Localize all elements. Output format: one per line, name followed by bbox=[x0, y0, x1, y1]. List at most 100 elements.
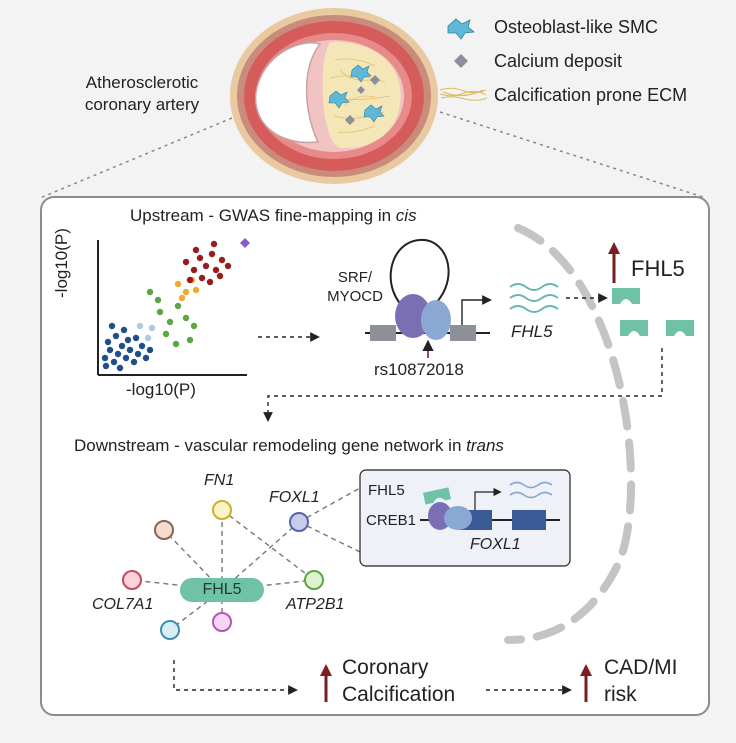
scatter-point bbox=[186, 336, 194, 344]
scatter-point bbox=[182, 288, 190, 296]
scatter-point bbox=[134, 350, 142, 358]
creb1-protein-icon bbox=[428, 502, 472, 530]
srf-myocd-complex-icon bbox=[395, 294, 451, 340]
scatter-point bbox=[126, 346, 134, 354]
scatter-point bbox=[192, 246, 200, 254]
scatter-point bbox=[182, 258, 190, 266]
inset-tss-arrow bbox=[474, 487, 502, 510]
scatter-point bbox=[110, 358, 118, 366]
scatter-point bbox=[142, 354, 150, 362]
inset-creb1-label: CREB1 bbox=[366, 512, 417, 529]
scatter-point bbox=[172, 340, 180, 348]
node-cyan bbox=[160, 620, 180, 640]
upstream-title-italic: cis bbox=[395, 206, 417, 225]
promoter-box bbox=[450, 325, 476, 341]
arrow-to-downstream bbox=[263, 348, 663, 422]
main-panel bbox=[40, 196, 710, 716]
scatter-point bbox=[146, 346, 154, 354]
scatter-point bbox=[206, 278, 214, 286]
hub-label: FHL5 bbox=[202, 581, 242, 598]
scatter-point bbox=[192, 286, 200, 294]
scatter-point bbox=[118, 342, 126, 350]
scatter-point bbox=[102, 362, 110, 370]
upstream-title-prefix: Upstream - GWAS fine-mapping in bbox=[130, 206, 396, 225]
scatter-point bbox=[106, 346, 114, 354]
calcium-diamond-icon bbox=[454, 54, 468, 68]
scatter-point bbox=[122, 354, 130, 362]
node-pink bbox=[212, 612, 232, 632]
curved-dashed-arc bbox=[504, 224, 636, 644]
arrow-to-calcification bbox=[173, 660, 298, 695]
scatter-point bbox=[186, 276, 194, 284]
node-col7a1 bbox=[122, 570, 142, 590]
scatter-point bbox=[112, 332, 120, 340]
scatter-point bbox=[208, 250, 216, 258]
chromatin-loop bbox=[389, 238, 450, 311]
node-brown bbox=[154, 520, 174, 540]
scatter-point bbox=[198, 274, 206, 282]
scatter-point bbox=[210, 240, 218, 248]
legend-ecm-label: Calcification prone ECM bbox=[494, 85, 688, 105]
downstream-title-prefix: Downstream - vascular remodeling gene ne… bbox=[74, 436, 467, 455]
node-atp2b1 bbox=[304, 570, 324, 590]
y-axis-label: -log10(P) bbox=[52, 228, 71, 298]
downstream-title: Downstream - vascular remodeling gene ne… bbox=[74, 436, 504, 456]
lead-snp-diamond-icon bbox=[240, 238, 250, 248]
calcification-label: Coronary Calcification bbox=[342, 654, 455, 708]
scatter-point bbox=[182, 314, 190, 322]
legend-calcium-label: Calcium deposit bbox=[494, 51, 623, 71]
x-axis-label: -log10(P) bbox=[126, 380, 196, 399]
scatter-point bbox=[212, 266, 220, 274]
gene-label-atp2b1: ATP2B1 bbox=[286, 596, 345, 613]
scatter-point bbox=[162, 330, 170, 338]
scatter-point bbox=[196, 254, 204, 262]
mrna-wave-icon bbox=[509, 283, 559, 313]
scatter-point bbox=[224, 262, 232, 270]
fhl5-gene-label: FHL5 bbox=[511, 322, 553, 341]
smc-cell-icon bbox=[447, 18, 475, 40]
scatter-point bbox=[174, 280, 182, 288]
inset-fhl5-label: FHL5 bbox=[368, 482, 405, 499]
scatter-point bbox=[174, 302, 182, 310]
fhl5-protein-icon bbox=[612, 288, 694, 336]
scatter-point bbox=[108, 322, 116, 330]
calcification-line2: Calcification bbox=[342, 683, 456, 706]
downstream-title-italic: trans bbox=[466, 436, 504, 455]
tf-label-line1: SRF/ bbox=[337, 269, 373, 286]
zoom-line-right bbox=[439, 111, 707, 199]
gene-label-foxl1: FOXL1 bbox=[269, 489, 320, 506]
legend-smc-label: Osteoblast-like SMC bbox=[494, 17, 659, 37]
scatter-point bbox=[124, 336, 132, 344]
artery-label: Atherosclerotic coronary artery bbox=[72, 72, 212, 116]
scatter-point bbox=[202, 262, 210, 270]
inset-fhl5-protein-icon bbox=[423, 487, 451, 505]
snp-label: rs10872018 bbox=[374, 360, 464, 379]
tf-label: SRF/ MYOCD bbox=[318, 268, 392, 306]
scatter-point bbox=[148, 324, 156, 332]
gene-label-col7a1: COL7A1 bbox=[92, 596, 154, 613]
ecm-fibers-icon bbox=[439, 87, 488, 101]
tss-arrow bbox=[461, 295, 492, 325]
fhl5-protein-label: FHL5 bbox=[631, 256, 685, 281]
scatter-point bbox=[156, 308, 164, 316]
scatter-point bbox=[104, 338, 112, 346]
scatter-point bbox=[216, 272, 224, 280]
scatter-points bbox=[101, 238, 250, 372]
enhancer-box bbox=[370, 325, 396, 341]
scatter-point bbox=[101, 354, 109, 362]
calcification-line1: Coronary bbox=[342, 656, 429, 679]
scatter-point bbox=[144, 334, 152, 342]
risk-line1: CAD/MI bbox=[604, 656, 678, 679]
scatter-point bbox=[132, 334, 140, 342]
scatter-point bbox=[120, 326, 128, 334]
node-foxl1 bbox=[289, 512, 309, 532]
scatter-point bbox=[116, 364, 124, 372]
risk-label: CAD/MI risk bbox=[604, 654, 678, 708]
inset-target-label: FOXL1 bbox=[470, 536, 521, 553]
scatter-point bbox=[138, 342, 146, 350]
artery-cross-section-icon bbox=[230, 8, 438, 184]
tf-label-line2: MYOCD bbox=[327, 288, 383, 305]
inset-exon-2 bbox=[512, 510, 546, 530]
scatter-point bbox=[130, 358, 138, 366]
